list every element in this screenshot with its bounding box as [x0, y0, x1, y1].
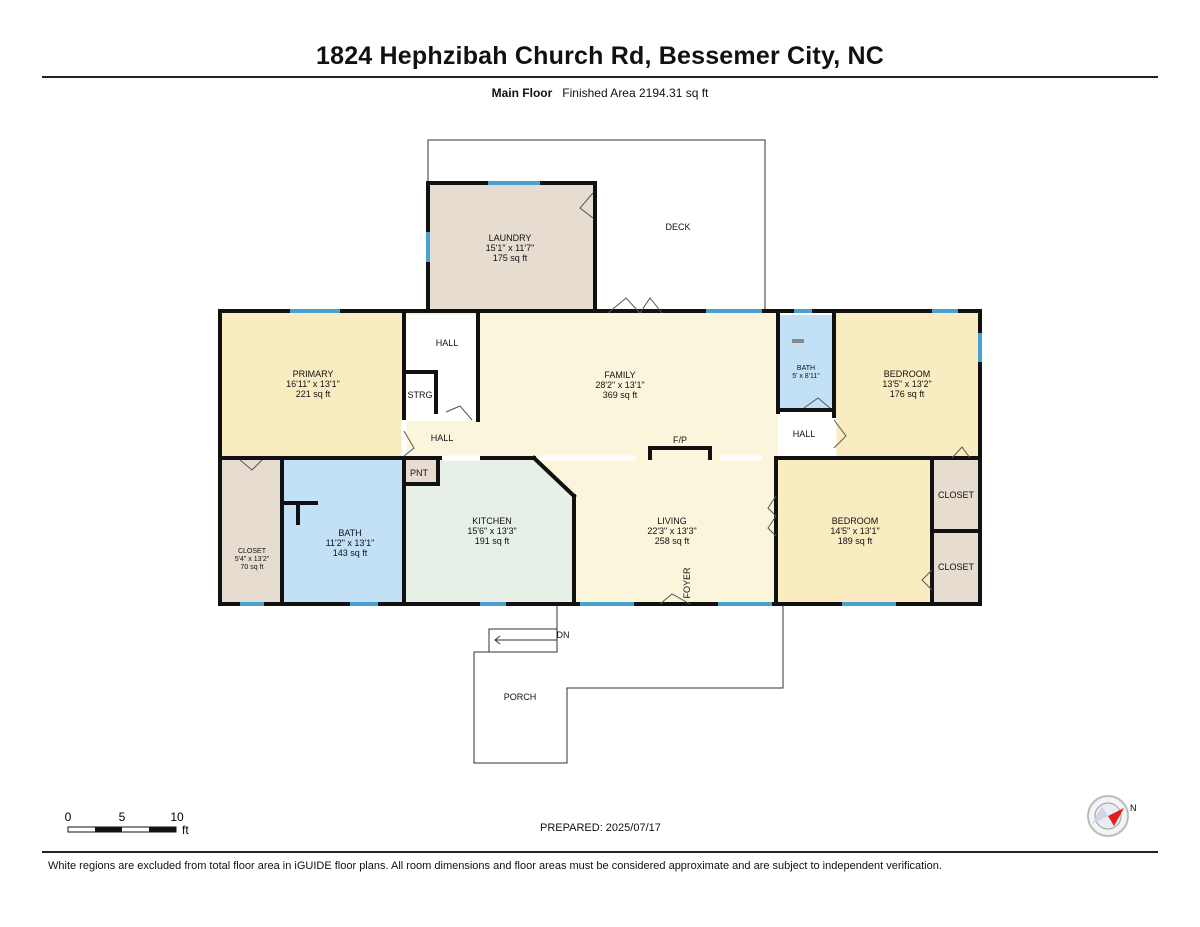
pnt-fill [404, 460, 436, 484]
kitchen-fill [404, 460, 573, 602]
family-label: FAMILY [604, 370, 635, 380]
doors [239, 192, 971, 605]
stairs-label: DN [557, 630, 570, 640]
hall-left-label: HALL [431, 433, 454, 443]
hall-top-label: HALL [436, 338, 459, 348]
strg-label: STRG [407, 390, 432, 400]
bedroom-top-dims: 13'5" x 13'2" [882, 379, 931, 389]
bedroom-top-label: BEDROOM [884, 369, 931, 379]
hall-right-label: HALL [793, 429, 816, 439]
disclaimer: White regions are excluded from total fl… [48, 860, 942, 872]
closet-left-fill [222, 460, 282, 602]
bath-main-area: 143 sq ft [333, 548, 368, 558]
laundry-area: 175 sq ft [493, 253, 528, 263]
compass-label: N [1130, 803, 1137, 813]
laundry-label: LAUNDRY [489, 233, 532, 243]
kitchen-label: KITCHEN [472, 516, 512, 526]
prepared-date: PREPARED: 2025/07/17 [540, 822, 661, 834]
living-dims: 22'3" x 13'3" [647, 526, 696, 536]
bedroom-bottom-label: BEDROOM [832, 516, 879, 526]
closet-left-dims: 5'4" x 13'2" [235, 556, 270, 563]
stairs-arrowhead [494, 635, 501, 645]
title-divider [42, 76, 1158, 78]
scale-10: 10 [170, 810, 184, 824]
bath-fixture [792, 339, 804, 343]
scale-0: 0 [65, 810, 72, 824]
scale-bar: 0 5 10 ft [65, 810, 190, 837]
bedroom-bottom-dims: 14'5" x 13'1" [830, 526, 879, 536]
scale-5: 5 [119, 810, 126, 824]
closet-r1-fill [934, 460, 978, 530]
room-labels: LAUNDRY 15'1" x 11'7" 175 sq ft DECK PRI… [235, 222, 975, 702]
deck-label: DECK [665, 222, 690, 232]
floor-label: Main Floor [491, 86, 553, 100]
deck [427, 139, 766, 311]
bath-main-fill [284, 460, 402, 602]
primary-dims: 16'11" x 13'1" [286, 379, 340, 389]
porch [473, 605, 784, 764]
bedroom-bottom-area: 189 sq ft [838, 536, 873, 546]
bath-main-label: BATH [338, 528, 361, 538]
bath-small-dims: 5' x 8'11" [792, 373, 820, 380]
porch-label: PORCH [504, 692, 537, 702]
footer-divider [42, 851, 1158, 853]
bath-small-label: BATH [797, 365, 815, 372]
living-label: LIVING [657, 516, 687, 526]
page-title: 1824 Hephzibah Church Rd, Bessemer City,… [315, 42, 884, 70]
bedroom-top-fill [836, 313, 978, 458]
primary-fill [222, 313, 404, 456]
kitchen-dims: 15'6" x 13'3" [467, 526, 516, 536]
closet-r2-label: CLOSET [938, 562, 975, 572]
living-area: 258 sq ft [655, 536, 690, 546]
hall-top-fill [406, 315, 476, 421]
bath-small-fill [780, 315, 834, 410]
bedroom-bottom-fill [778, 460, 932, 602]
finished-area: Finished Area 2194.31 sq ft [562, 86, 709, 100]
kitchen-area: 191 sq ft [475, 536, 510, 546]
closet-r1-label: CLOSET [938, 490, 975, 500]
primary-label: PRIMARY [293, 369, 334, 379]
openings [401, 418, 837, 461]
scale-unit: ft [182, 823, 189, 837]
windows [240, 181, 982, 606]
compass-icon: N [1087, 795, 1137, 837]
living-fill [536, 460, 776, 602]
closet-left-area: 70 sq ft [241, 564, 264, 571]
family-area: 369 sq ft [603, 390, 638, 400]
pnt-label: PNT [410, 468, 429, 478]
bedroom-top-area: 176 sq ft [890, 389, 925, 399]
closet-left-label: CLOSET [238, 548, 267, 555]
primary-area: 221 sq ft [296, 389, 331, 399]
closet-r2-fill [934, 532, 978, 602]
foyer-label: FOYER [682, 567, 692, 599]
laundry-fill [430, 185, 593, 311]
laundry-dims: 15'1" x 11'7" [486, 243, 535, 253]
bath-main-dims: 11'2" x 13'1" [326, 538, 375, 548]
floor-info: Main Floor Finished Area 2194.31 sq ft [0, 86, 1200, 100]
family-dims: 28'2" x 13'1" [595, 380, 644, 390]
room-fills [222, 185, 978, 602]
fireplace-label: F/P [673, 435, 687, 445]
